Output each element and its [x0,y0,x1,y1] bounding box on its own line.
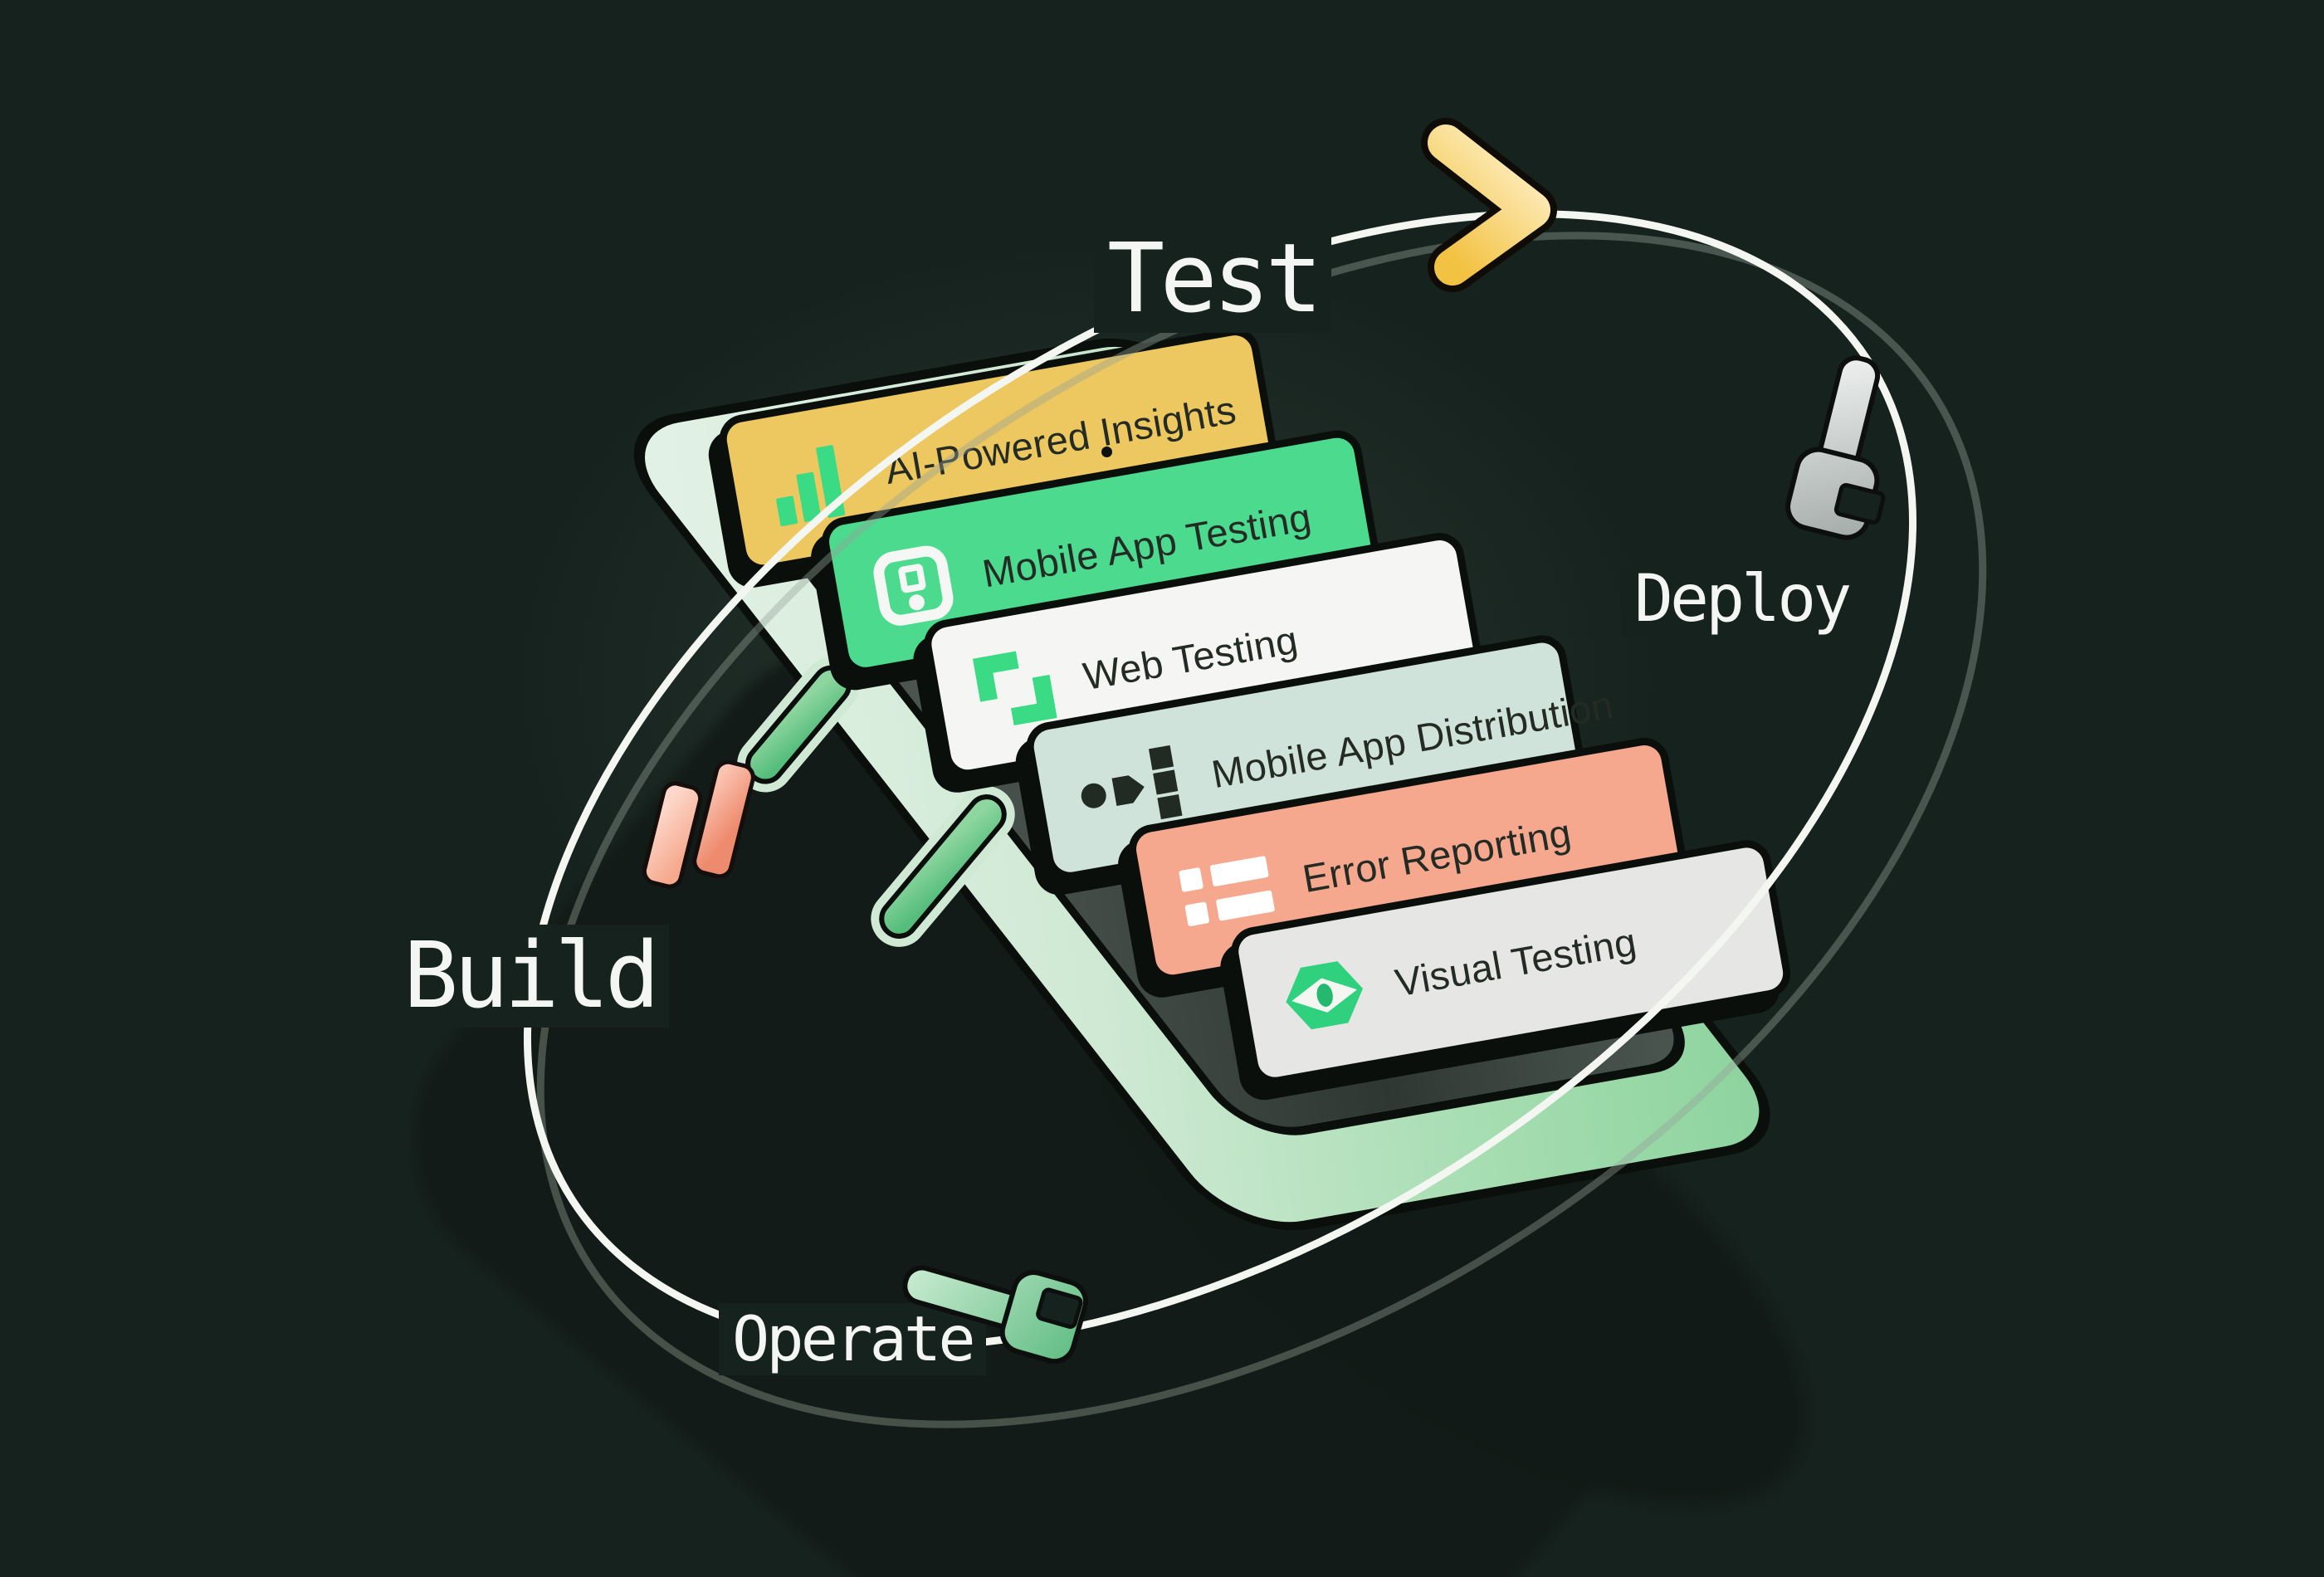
label-deploy: Deploy [1621,563,1863,637]
gray-wrench-icon [1785,355,1886,540]
label-test: Test [1094,226,1331,333]
label-operate: Operate [719,1303,986,1375]
coral-slashes-icon [639,757,783,902]
bar-chart-icon [768,439,859,527]
web-brackets-icon [973,646,1057,730]
yellow-chevron-icon [1421,118,1557,292]
error-list-icon [1179,854,1276,930]
visual-eye-icon [1280,955,1369,1036]
camera-dot [1101,447,1112,457]
distribution-flow-icon [1075,745,1185,832]
label-build: Build [390,925,669,1028]
card-title: Visual Testing [1391,918,1640,1005]
mobile-phone-icon [870,542,957,629]
